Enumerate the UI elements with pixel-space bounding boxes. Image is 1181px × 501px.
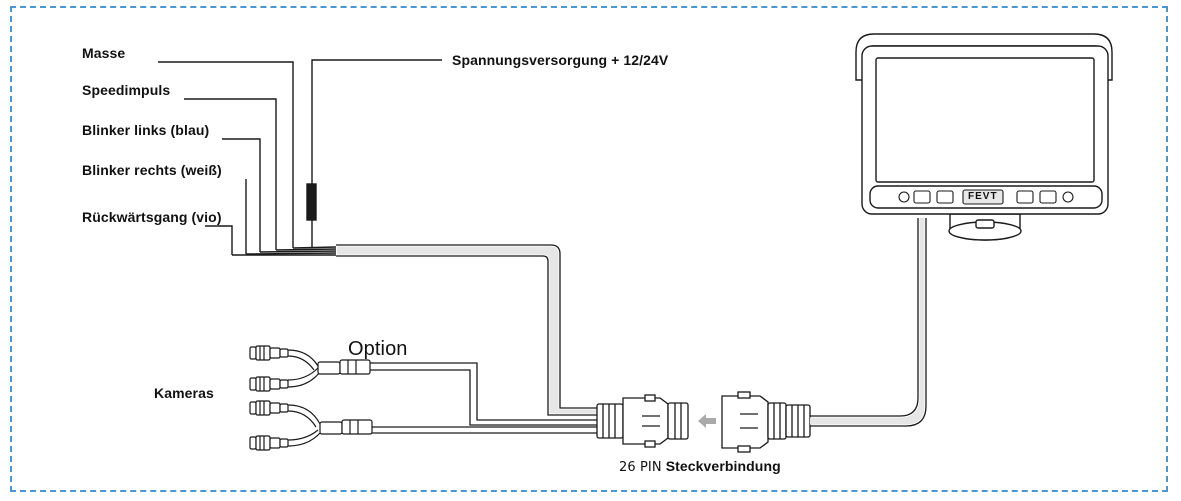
- connector-female: [721, 391, 811, 453]
- wire-speedimpuls: [184, 98, 277, 250]
- fuse: [306, 183, 317, 221]
- connect-arrow: [698, 414, 716, 428]
- monitor-buttons: [898, 189, 1074, 205]
- wire-rueckwaertsgang: [205, 225, 233, 255]
- connector-label: 26 PIN Steckverbindung: [619, 458, 781, 475]
- dashed-frame: [10, 6, 1168, 492]
- wire-spannung: [311, 59, 442, 184]
- label-spannungsversorgung: Spannungsversorgung + 12/24V: [452, 52, 669, 68]
- label-option: Option: [348, 338, 408, 360]
- label-masse: Masse: [82, 45, 126, 61]
- label-speedimpuls: Speedimpuls: [82, 82, 171, 98]
- label-blinker-links: Blinker links (blau): [82, 122, 210, 138]
- label-kameras: Kameras: [154, 385, 214, 401]
- wire-harness: [158, 59, 442, 256]
- connector-name-label: Steckverbindung: [665, 458, 781, 474]
- camera-plug: [249, 376, 289, 392]
- camera-plug: [249, 435, 289, 451]
- monitor-brand: FEVT: [968, 191, 998, 202]
- camera-plug: [249, 345, 289, 361]
- harness-cable: [336, 244, 600, 416]
- camera-cables: [370, 362, 600, 434]
- camera-plug: [249, 400, 289, 416]
- wire-masse: [158, 61, 294, 248]
- monitor-cable: [810, 218, 927, 427]
- monitor-screen: [875, 57, 1095, 183]
- camera-splitter-2: [287, 404, 373, 447]
- label-rueckwaertsgang: Rückwärtsgang (vio): [82, 209, 222, 225]
- label-blinker-rechts: Blinker rechts (weiß): [82, 162, 222, 178]
- camera-splitter-1: [287, 349, 371, 388]
- wire-blinker-links: [222, 138, 261, 252]
- monitor: [855, 33, 1113, 241]
- connector-pin-label: 26 PIN: [619, 460, 662, 475]
- connector-male: [596, 394, 689, 448]
- camera-plugs: [249, 345, 289, 451]
